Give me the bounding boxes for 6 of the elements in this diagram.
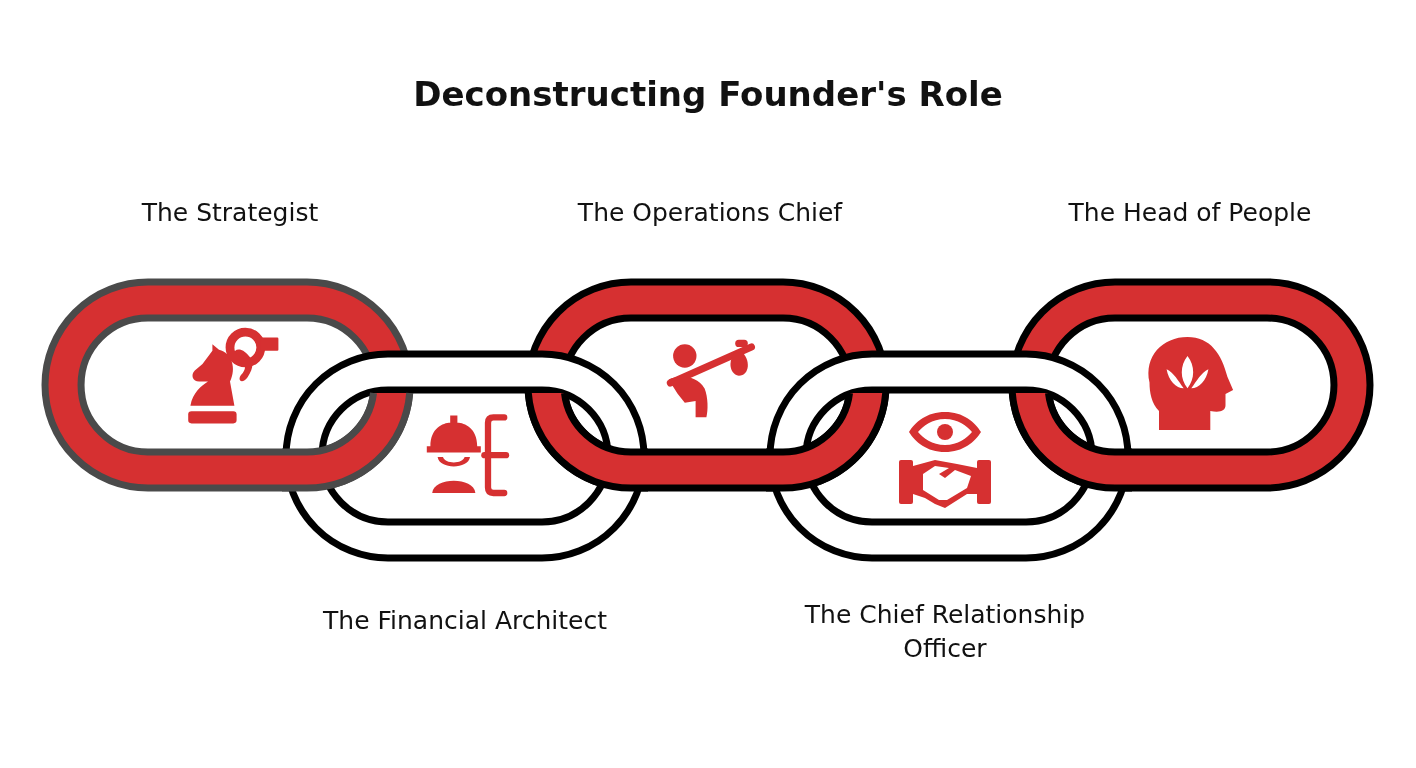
link-label: The Financial Architect: [322, 605, 608, 637]
link-label: The Operations Chief: [576, 197, 844, 229]
link-label: The Head of People: [1067, 197, 1313, 229]
diagram-title: Deconstructing Founder's Role: [412, 74, 1004, 114]
link-label: The Strategist: [140, 197, 320, 229]
link-label: The Chief Relationship Officer: [803, 599, 1087, 665]
